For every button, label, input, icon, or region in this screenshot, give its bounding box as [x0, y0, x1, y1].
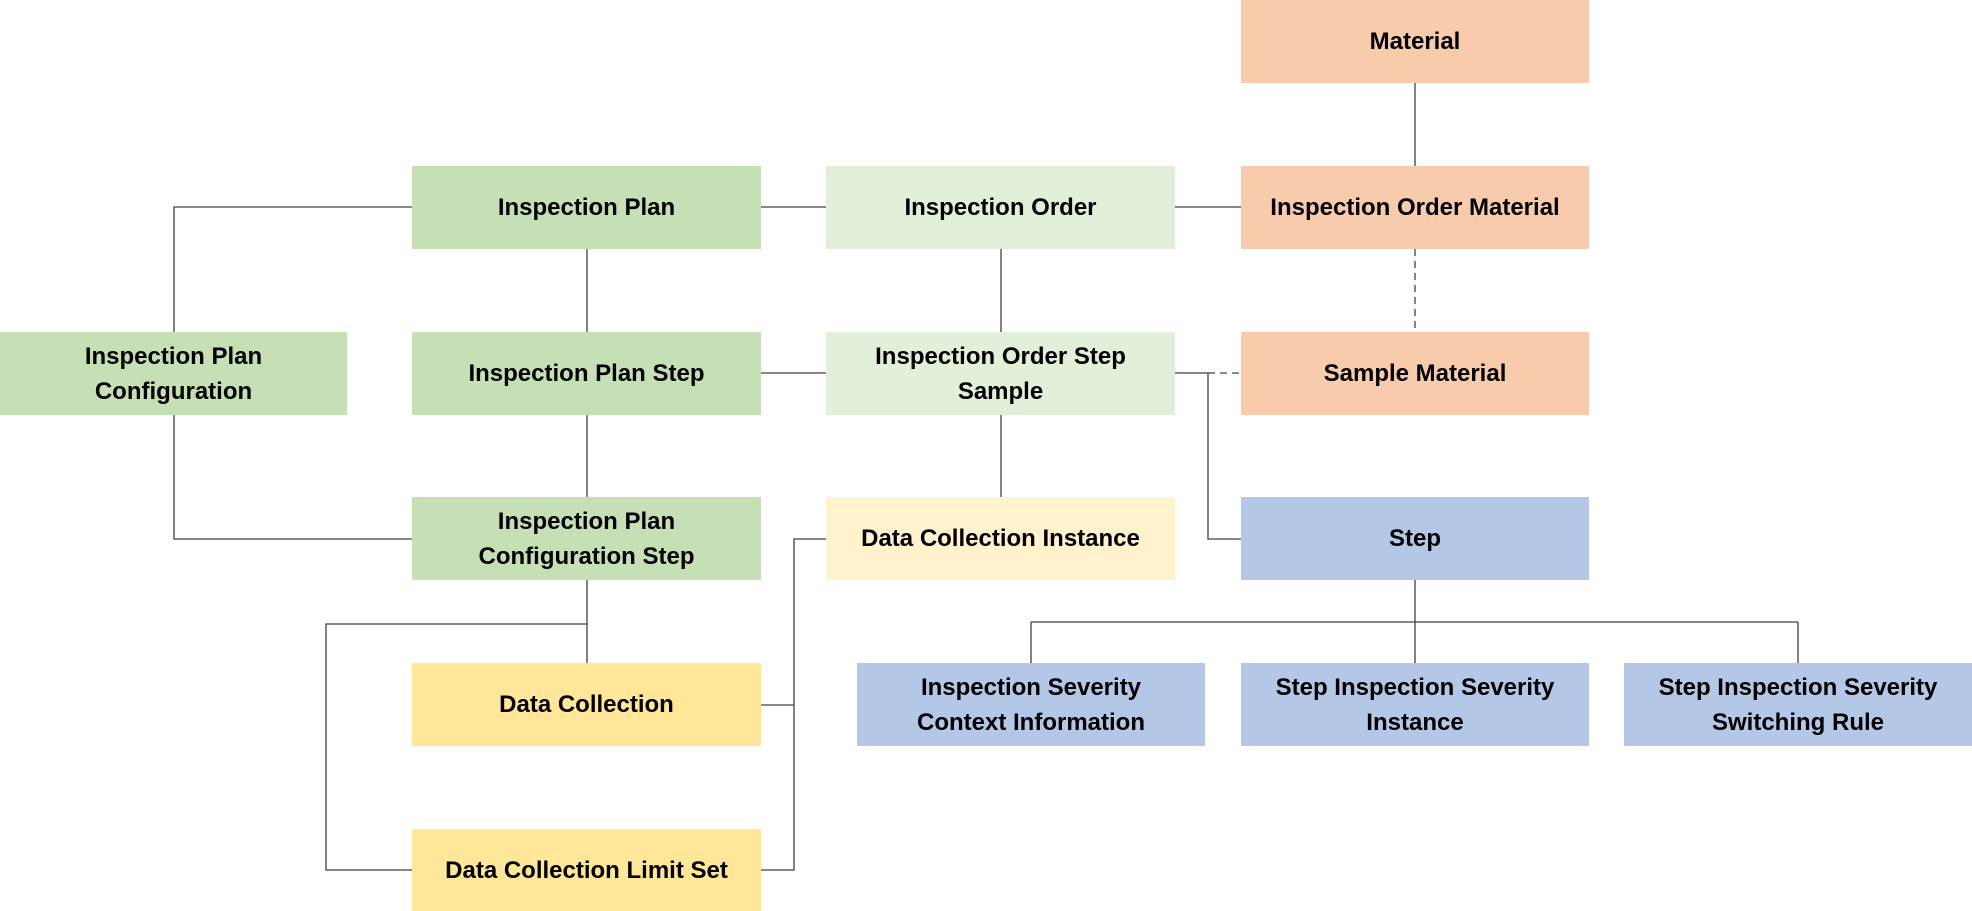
node-sample-material: Sample Material	[1241, 332, 1589, 415]
node-label: Inspection Plan	[497, 194, 676, 221]
node-label-line-2: Configuration Step	[478, 542, 695, 570]
node-data-collection-instance: Data Collection Instance	[826, 497, 1175, 580]
node-inspection-plan-configuration: Inspection Plan Configuration	[0, 332, 347, 415]
node-label-line-2: Instance	[1366, 708, 1464, 736]
node-label: Data Collection Limit Set	[445, 856, 728, 884]
connector-ioss-step	[1207, 373, 1241, 540]
connector-ip-ipc	[173, 206, 412, 332]
node-label: Data Collection Instance	[861, 525, 1140, 552]
node-inspection-order-step-sample: Inspection Order Step Sample	[826, 332, 1175, 415]
node-label: Step	[1388, 525, 1441, 552]
node-step-inspection-severity-switching-rule: Step Inspection Severity Switching Rule	[1624, 663, 1972, 746]
node-label-line-2: Configuration	[94, 377, 253, 405]
node-label-line-2: Switching Rule	[1711, 708, 1884, 736]
node-label: Inspection Order	[904, 194, 1097, 221]
node-label: Sample Material	[1323, 360, 1507, 387]
node-label-line-1: Inspection Plan	[84, 342, 263, 370]
node-label: Material	[1369, 28, 1461, 55]
connector-dcls-dci	[761, 538, 826, 871]
node-inspection-severity-context-information: Inspection Severity Context Information	[857, 663, 1205, 746]
node-inspection-plan-configuration-step: Inspection Plan Configuration Step	[412, 497, 761, 580]
node-label: Inspection Order Material	[1270, 194, 1560, 221]
connector-ipc-ipcs	[173, 415, 412, 540]
node-label-line-1: Inspection Severity	[920, 673, 1142, 701]
node-inspection-order-material: Inspection Order Material	[1241, 166, 1589, 249]
node-step-inspection-severity-instance: Step Inspection Severity Instance	[1241, 663, 1589, 746]
node-label-line-1: Inspection Plan	[497, 507, 676, 535]
node-inspection-order: Inspection Order	[826, 166, 1175, 249]
node-label: Data Collection	[499, 691, 674, 718]
node-label-line-2: Sample	[957, 377, 1044, 405]
node-label: Inspection Plan Step	[468, 360, 705, 387]
node-label-line-1: Step Inspection Severity	[1275, 673, 1555, 701]
node-label-line-1: Step Inspection Severity	[1658, 673, 1938, 701]
node-material: Material	[1241, 0, 1589, 83]
node-label-line-1: Inspection Order Step	[875, 342, 1126, 370]
node-inspection-plan-step: Inspection Plan Step	[412, 332, 761, 415]
node-inspection-plan: Inspection Plan	[412, 166, 761, 249]
node-label-line-2: Context Information	[917, 708, 1145, 736]
node-step: Step	[1241, 497, 1589, 580]
node-data-collection: Data Collection	[412, 663, 761, 746]
node-data-collection-limit-set: Data Collection Limit Set	[412, 829, 761, 911]
